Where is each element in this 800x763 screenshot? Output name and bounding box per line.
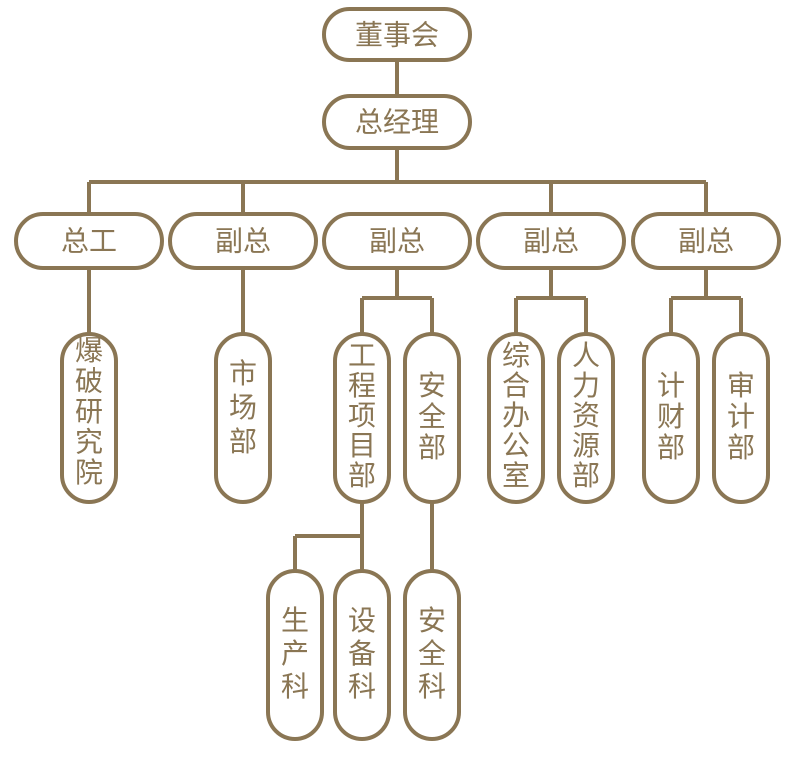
node-equipment-section: 设备科 — [333, 569, 391, 741]
node-marketing-dept-label: 市场部 — [229, 357, 257, 458]
node-engineering-dept: 工程项目部 — [333, 332, 391, 504]
node-general-manager: 总经理 — [322, 94, 472, 150]
node-finance-dept: 计财部 — [642, 332, 700, 504]
node-marketing-dept: 市场部 — [214, 332, 272, 504]
node-audit-dept-label: 审计部 — [727, 369, 755, 464]
node-audit-dept: 审计部 — [712, 332, 770, 504]
node-production-section: 生产科 — [266, 569, 324, 741]
node-general-manager-label: 总经理 — [355, 106, 439, 139]
node-vp-1: 副总 — [168, 212, 318, 270]
node-vp-4: 副总 — [631, 212, 781, 270]
node-safety-dept-label: 安全部 — [418, 369, 446, 464]
node-vp-4-label: 副总 — [678, 225, 734, 258]
node-safety-section-label: 安全科 — [418, 604, 446, 703]
node-engineering-dept-label: 工程项目部 — [348, 339, 376, 492]
node-vp-3-label: 副总 — [523, 225, 579, 258]
node-general-office: 综合办公室 — [487, 332, 545, 504]
node-equipment-section-label: 设备科 — [348, 604, 376, 703]
node-chief-engineer: 总工 — [14, 212, 164, 270]
node-production-section-label: 生产科 — [281, 604, 309, 703]
connectors — [87, 60, 743, 571]
node-vp-3: 副总 — [476, 212, 626, 270]
node-vp-2: 副总 — [322, 212, 472, 270]
node-blasting-institute-label: 爆破研究院 — [75, 334, 103, 489]
node-hr-dept-label: 人力资源部 — [572, 339, 600, 492]
node-general-office-label: 综合办公室 — [502, 339, 530, 492]
node-blasting-institute: 爆破研究院 — [60, 332, 118, 504]
node-finance-dept-label: 计财部 — [657, 369, 685, 464]
node-board-label: 董事会 — [355, 19, 439, 52]
node-safety-dept: 安全部 — [403, 332, 461, 504]
node-board: 董事会 — [322, 7, 472, 62]
node-chief-engineer-label: 总工 — [61, 225, 117, 258]
node-vp-2-label: 副总 — [369, 225, 425, 258]
node-safety-section: 安全科 — [403, 569, 461, 741]
node-vp-1-label: 副总 — [215, 225, 271, 258]
node-hr-dept: 人力资源部 — [557, 332, 615, 504]
